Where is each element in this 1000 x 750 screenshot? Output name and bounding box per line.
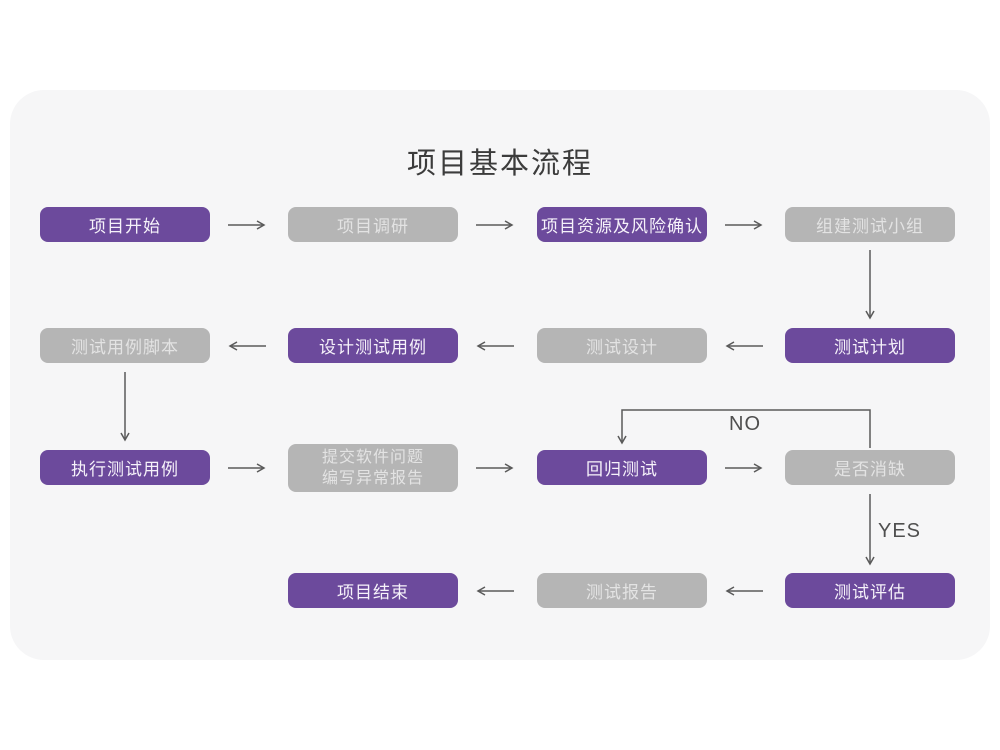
arrow-no-loop — [617, 409, 871, 448]
node-label: 项目结束 — [337, 583, 409, 602]
node-label-line1: 提交软件问题 — [321, 449, 424, 466]
node-label: 组建测试小组 — [816, 217, 924, 236]
node-label: 项目开始 — [89, 217, 161, 236]
node-label: 设计测试用例 — [319, 338, 427, 357]
node-project-end: 项目结束 — [288, 573, 458, 608]
node-label: 测试用例脚本 — [71, 338, 179, 357]
node-label: 测试报告 — [586, 583, 658, 602]
node-test-report: 测试报告 — [537, 573, 707, 608]
page-title: 项目基本流程 — [406, 148, 593, 180]
node-label-line2: 编写异常报告 — [321, 470, 424, 487]
node-defect-resolved: 是否消缺 — [785, 450, 955, 485]
node-test-plan: 测试计划 — [785, 328, 955, 363]
node-label: 执行测试用例 — [71, 460, 179, 479]
node-label: 测试设计 — [586, 338, 658, 357]
node-design-test-cases: 设计测试用例 — [288, 328, 458, 363]
node-label: 测试评估 — [834, 583, 906, 602]
node-regression-test: 回归测试 — [537, 450, 707, 485]
node-resource-risk-confirm: 项目资源及风险确认 — [537, 207, 707, 242]
node-submit-issues-report: 提交软件问题 编写异常报告 — [288, 444, 458, 492]
node-project-research: 项目调研 — [288, 207, 458, 242]
node-label: 是否消缺 — [834, 460, 906, 479]
node-test-evaluation: 测试评估 — [785, 573, 955, 608]
node-label: 项目调研 — [337, 217, 409, 236]
node-execute-test-cases: 执行测试用例 — [40, 450, 210, 485]
node-build-test-team: 组建测试小组 — [785, 207, 955, 242]
node-project-start: 项目开始 — [40, 207, 210, 242]
branch-label-yes: YES — [878, 520, 922, 542]
node-label: 项目资源及风险确认 — [541, 217, 703, 236]
node-label: 测试计划 — [834, 338, 906, 357]
node-test-case-scripts: 测试用例脚本 — [40, 328, 210, 363]
node-test-design: 测试设计 — [537, 328, 707, 363]
branch-label-no: NO — [729, 413, 761, 435]
flowchart-card — [10, 90, 990, 660]
node-label: 回归测试 — [586, 460, 658, 479]
